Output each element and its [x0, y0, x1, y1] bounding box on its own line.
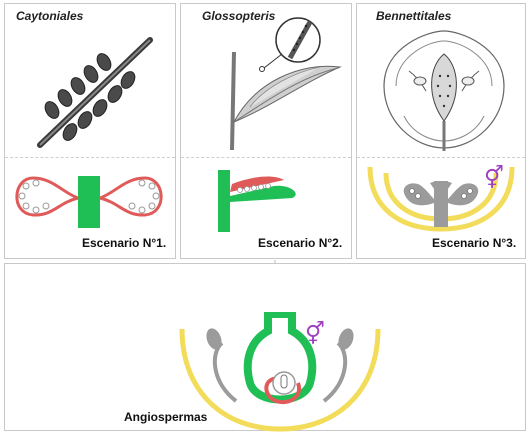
- title-glossopteris: Glossopteris: [202, 9, 276, 23]
- angiospermas-label: Angiospermas: [124, 410, 208, 424]
- bisexual-icon-bottom: ⚥: [305, 322, 325, 347]
- panel-glossopteris: [180, 3, 352, 259]
- title-caytoniales: Caytoniales: [16, 9, 84, 23]
- divider-3: [357, 157, 525, 158]
- angiosperm-diagram: [179, 312, 381, 432]
- bennettitales-illustration: [383, 30, 505, 151]
- glossopteris-illustration: [230, 17, 342, 151]
- title-bennettitales: Bennettitales: [376, 9, 452, 23]
- scenario-3-label: Escenario N°3.: [432, 236, 517, 250]
- divider-1: [5, 157, 175, 158]
- scenario-2-label: Escenario N°2.: [258, 236, 343, 250]
- divider-2: [181, 157, 351, 158]
- scenario3-diagram: [367, 166, 515, 232]
- caytoniales-illustration: [37, 37, 153, 148]
- panel-angiospermas: [4, 263, 526, 431]
- scenario2-diagram: [218, 170, 296, 232]
- scenario1-diagram: [15, 176, 163, 228]
- scenario-1-label: Escenario N°1.: [82, 236, 167, 250]
- bisexual-icon-top: ⚥: [484, 166, 504, 191]
